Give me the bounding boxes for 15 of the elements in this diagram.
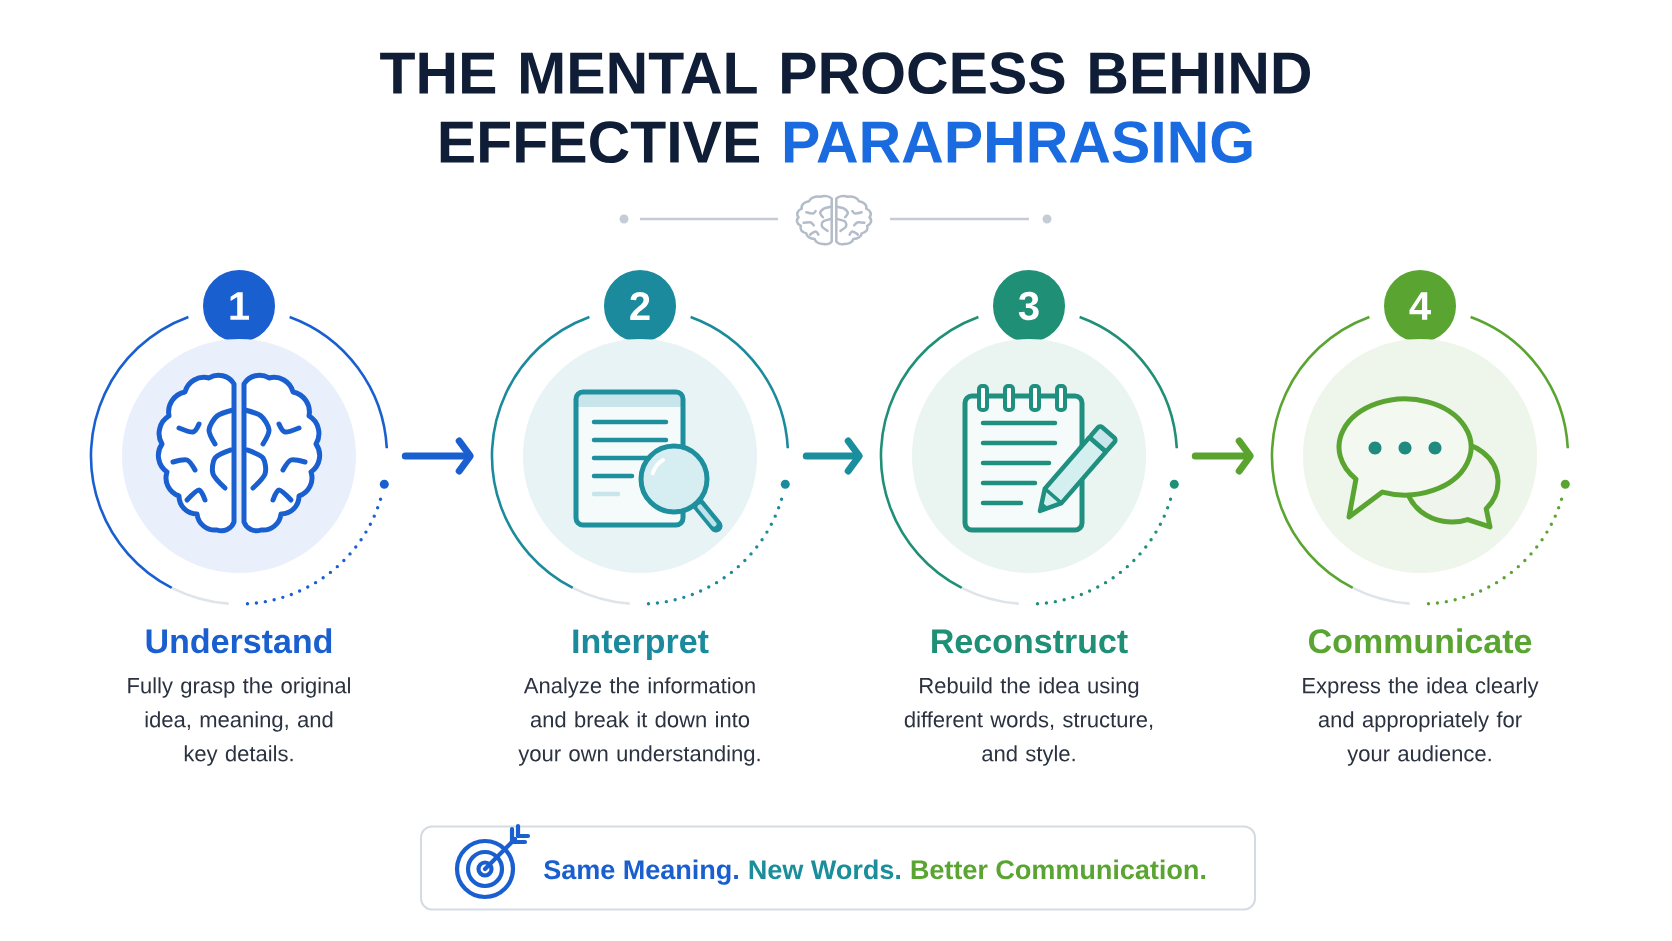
number-badge: 1: [197, 264, 281, 348]
step-heading: Reconstruct: [932, 629, 1128, 654]
step-description: Fully grasp the original idea, meaning, and key details.: [128, 677, 350, 766]
step-description: Analyze the information and break it down into your own understanding.: [518, 677, 760, 766]
step-heading: Communicate: [1309, 628, 1532, 654]
banner-box: Same Meaning. New Words. Better Communication.: [420, 823, 1256, 911]
number-badge: 2: [598, 264, 682, 348]
step-description: Express the idea clearly and appropriately for your audience.: [1303, 677, 1539, 766]
number-badge: 4: [1378, 264, 1462, 348]
step-heading: Understand: [146, 628, 332, 654]
arrow: [401, 437, 474, 475]
step-description: Rebuild the idea using different words, structure, and style.: [904, 677, 1153, 766]
title: THE MENTAL PROCESS BEHIND EFFECTIVE PARAPHRASING: [380, 52, 1310, 164]
number-badge: 3: [987, 264, 1071, 348]
step-heading: Interpret: [573, 629, 709, 661]
